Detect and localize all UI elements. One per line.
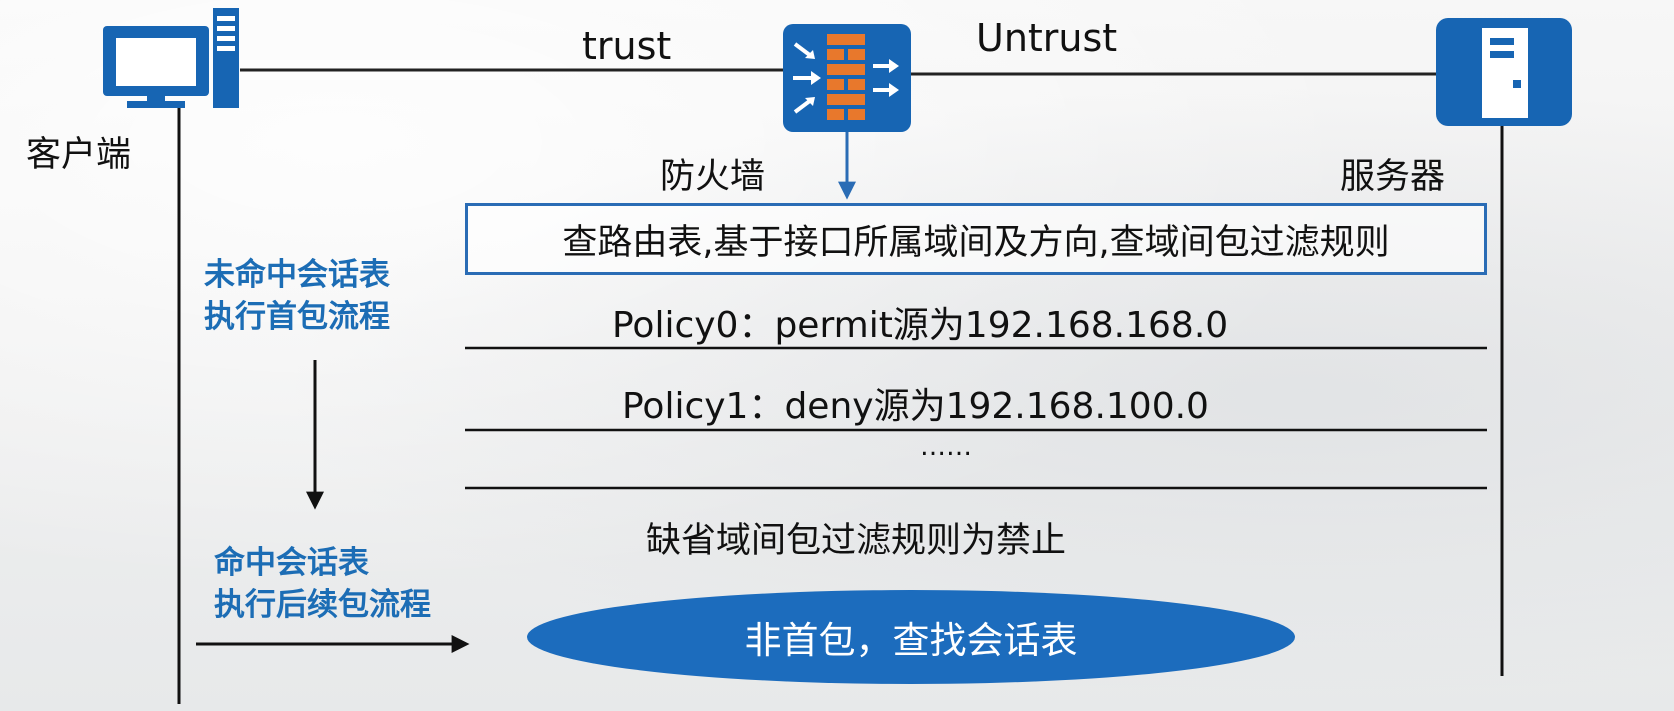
policy-ellipsis: …… [920,432,972,462]
client-pc-icon [101,6,241,108]
hit-session-line-2: 执行后续包流程 [214,587,431,623]
miss-session-line-1: 未命中会话表 [204,257,390,293]
client-label: 客户端 [26,135,132,175]
hit-session-label: 命中会话表 执行后续包流程 [214,542,431,626]
session-lookup-ellipse: 非首包，查找会话表 [527,590,1295,684]
firewall-icon [783,24,911,132]
untrust-label: Untrust [976,16,1118,60]
policy-1: Policy1：deny源为192.168.100.0 [622,386,1209,427]
miss-session-label: 未命中会话表 执行首包流程 [204,254,390,338]
session-lookup-text: 非首包，查找会话表 [744,619,1078,662]
server-icon [1436,18,1572,126]
miss-session-line-2: 执行首包流程 [204,299,390,335]
trust-label: trust [582,24,672,68]
default-rule: 缺省域间包过滤规则为禁止 [646,521,1067,561]
server-label: 服务器 [1340,157,1446,197]
firewall-label: 防火墙 [660,157,766,197]
policy-0: Policy0：permit源为192.168.168.0 [612,305,1229,346]
hit-session-line-1: 命中会话表 [214,545,369,581]
lookup-step-box: 查路由表,基于接口所属域间及方向,查域间包过滤规则 [465,203,1487,275]
lookup-step-text: 查路由表,基于接口所属域间及方向,查域间包过滤规则 [562,222,1390,263]
